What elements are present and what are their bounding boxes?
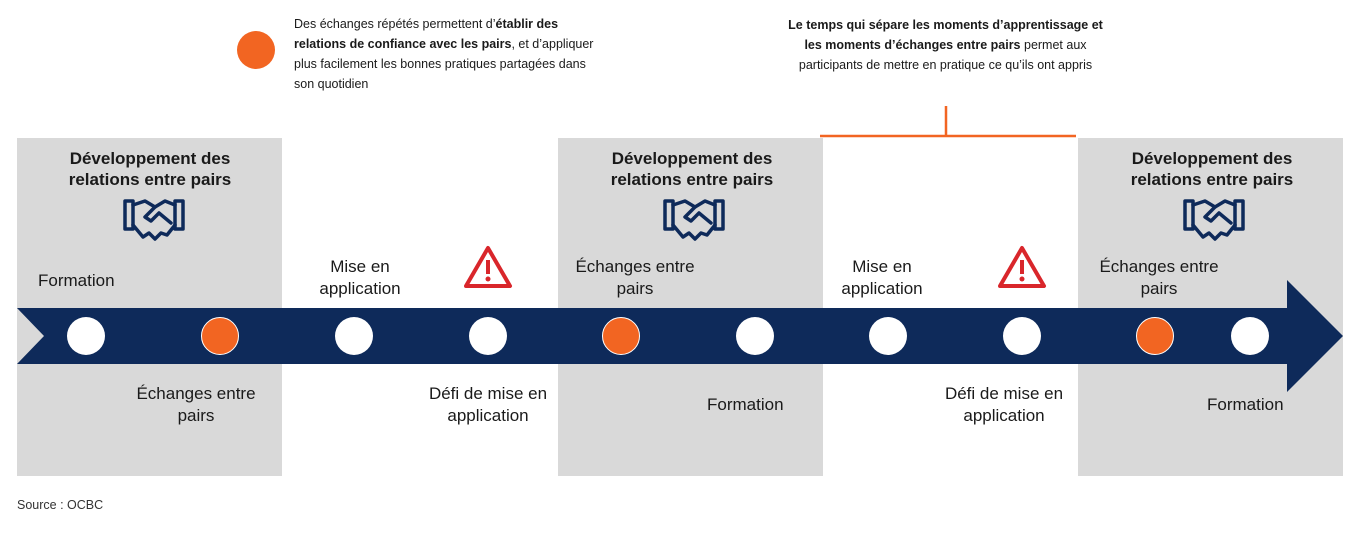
- timeline-dot-peer-exchange: [201, 317, 239, 355]
- timeline-dot: [736, 317, 774, 355]
- label-mise-en-application: Mise en application: [841, 257, 923, 298]
- label-formation: Formation: [707, 395, 784, 414]
- source-note: Source : OCBC: [17, 498, 104, 512]
- handshake-icon: [1181, 193, 1247, 243]
- gap-note: Le temps qui sépare les moments d’appren…: [788, 18, 1103, 72]
- handshake-icon: [661, 193, 727, 243]
- label-formation: Formation: [1207, 395, 1284, 414]
- timeline-dot: [869, 317, 907, 355]
- warning-icon: [996, 244, 1048, 290]
- timeline-arrow: [0, 280, 1365, 392]
- panel-title-1: Développement des relations entre pairs: [68, 149, 232, 189]
- legend-orange-dot: [237, 31, 275, 69]
- legend-text: Des échanges répétés permettent d’établi…: [294, 17, 594, 91]
- label-echanges-entre-pairs: Échanges entre pairs: [136, 384, 256, 425]
- timeline-dot: [1003, 317, 1041, 355]
- label-echanges-entre-pairs: Échanges entre pairs: [575, 257, 695, 298]
- label-defi-de-mise-en-application: Défi de mise en application: [944, 384, 1064, 425]
- label-echanges-entre-pairs: Échanges entre pairs: [1099, 257, 1219, 298]
- label-defi-de-mise-en-application: Défi de mise en application: [428, 384, 548, 425]
- timeline-dot-peer-exchange: [1136, 317, 1174, 355]
- panel-title-2: Développement des relations entre pairs: [610, 149, 774, 189]
- warning-icon: [462, 244, 514, 290]
- timeline-dot: [67, 317, 105, 355]
- handshake-icon: [121, 193, 187, 243]
- panel-title-3: Développement des relations entre pairs: [1130, 149, 1294, 189]
- panel-relations-1: [17, 138, 282, 476]
- timeline-dot: [469, 317, 507, 355]
- timeline-dot: [335, 317, 373, 355]
- label-mise-en-application: Mise en application: [319, 257, 401, 298]
- panel-relations-2: [558, 138, 823, 476]
- timeline-dot-peer-exchange: [602, 317, 640, 355]
- label-formation: Formation: [38, 271, 115, 290]
- timeline-dot: [1231, 317, 1269, 355]
- gap-bracket: [819, 102, 1077, 138]
